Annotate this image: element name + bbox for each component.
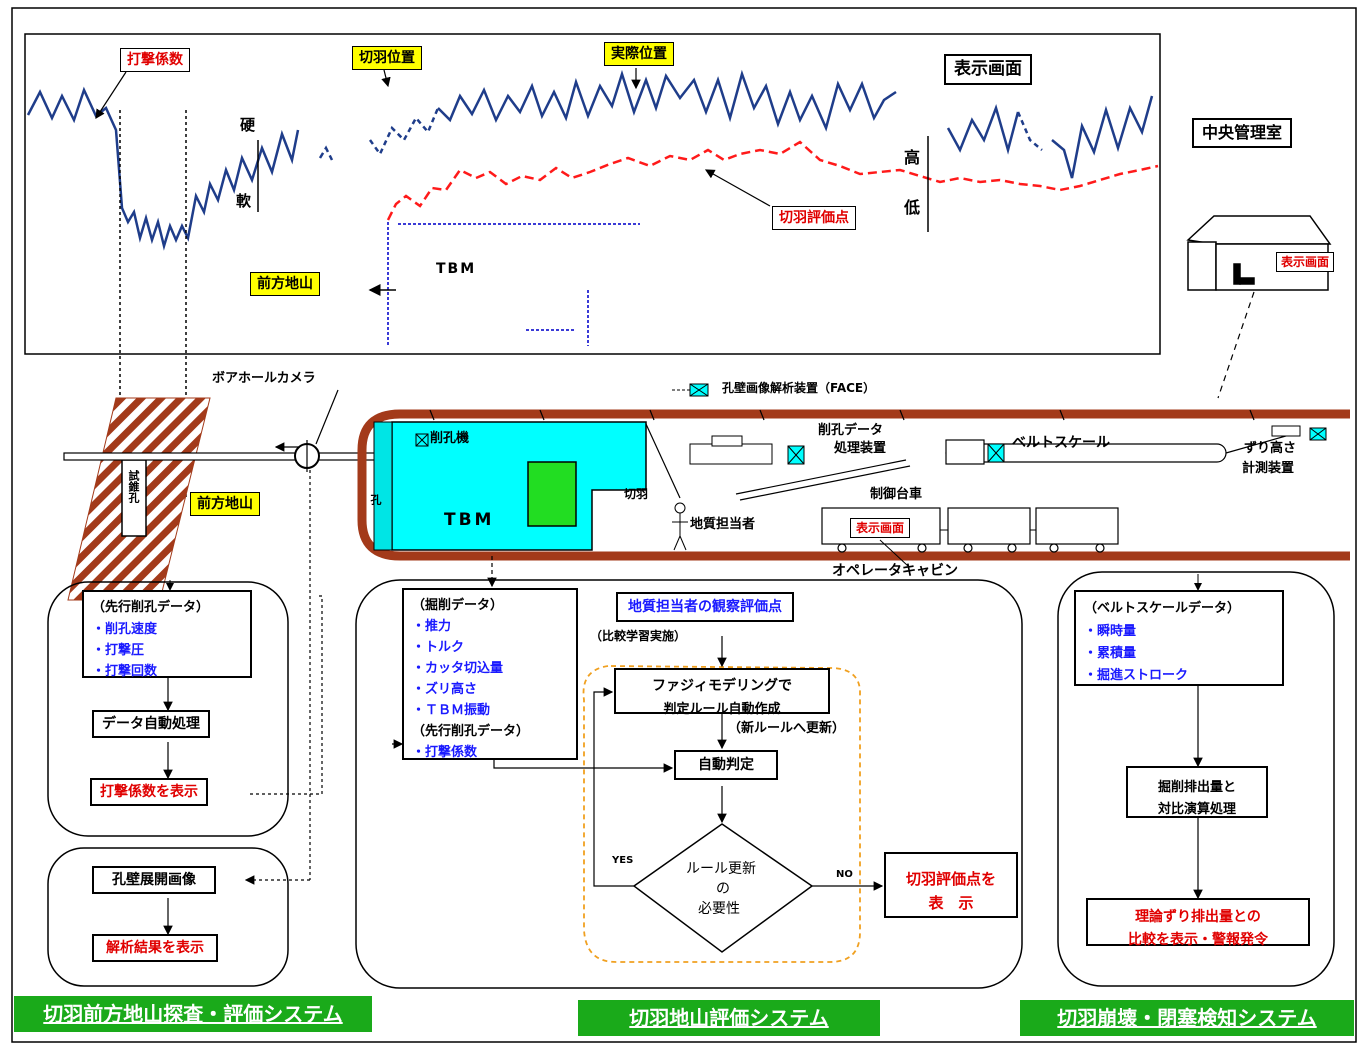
- borehole-camera-label: ボアホールカメラ: [212, 371, 316, 386]
- control-room-screen: 表示画面: [1276, 252, 1335, 272]
- fuzzy-modeling-box: ファジィモデリングで 判定ルール自動作成: [614, 668, 830, 717]
- actual-position-line: [437, 69, 897, 132]
- fuzzy-line-2: 判定ルール自動作成: [663, 702, 781, 717]
- decision-diamond: [632, 823, 814, 953]
- pre-drill-header-2: （先行削孔データ）: [412, 724, 530, 739]
- yes-label: YES: [612, 855, 634, 866]
- soft-label: 軟: [236, 192, 252, 210]
- actual-position-line-3: [1016, 111, 1043, 151]
- mid-system-bar-label: 切羽地山評価システム: [629, 1006, 829, 1030]
- geologist-eval-box: 地質担当者の観察評価点: [616, 592, 794, 622]
- alert-line-2: 比較を表示・警報発令: [1128, 932, 1268, 948]
- hard-label: 硬: [240, 116, 256, 134]
- left-system-bar: 切羽前方地山探査・評価システム: [14, 996, 372, 1032]
- cutting-position-line: [26, 86, 300, 251]
- diamond-line-1: ルール更新: [686, 861, 756, 877]
- no-label: NO: [836, 869, 853, 880]
- left-system-bar-label: 切羽前方地山探査・評価システム: [43, 1002, 343, 1026]
- muck-height-label: ずり高さ: [1244, 441, 1297, 456]
- pre-drill-item: ・削孔速度: [92, 622, 158, 637]
- belt-scale-label: ベルトスケール: [1012, 435, 1110, 451]
- show-result-box: 解析結果を表示: [92, 934, 218, 962]
- tunnel-wall: [357, 409, 1350, 561]
- hole-wall-box: 孔壁展開画像: [92, 866, 216, 894]
- auto-proc-box: データ自動処理: [92, 710, 210, 738]
- drilling-data-label: 削孔データ: [818, 423, 884, 438]
- excavation-item: ・推力: [412, 619, 452, 634]
- show-eval-line-1: 切羽評価点を: [905, 870, 996, 888]
- display-screen-title: 表示画面: [944, 54, 1032, 85]
- compare-proc-line-2: 対比演算処理: [1157, 802, 1236, 817]
- pre-drill-header: （先行削孔データ）: [92, 600, 210, 615]
- hole-label: 孔: [369, 494, 382, 505]
- belt-data-item: ・累積量: [1084, 646, 1137, 661]
- actual-position-line-4: [1051, 95, 1154, 179]
- predicted-position-label: 切羽位置: [352, 46, 422, 70]
- excavation-header: （掘削データ）: [412, 598, 504, 613]
- low-label: 低: [904, 198, 921, 217]
- diamond-line-3: 必要性: [698, 901, 740, 917]
- compare-proc-box: 掘削排出量と 対比演算処理: [1126, 766, 1268, 818]
- alert-box: 理論ずり排出量との 比較を表示・警報発令: [1086, 898, 1310, 948]
- alert-line-1: 理論ずり排出量との: [1135, 909, 1261, 925]
- belt-data-item: ・瞬時量: [1084, 624, 1137, 639]
- diamond-line-2: の: [716, 881, 730, 897]
- tbm-label: TBM: [444, 510, 495, 530]
- right-system-bar: 切羽崩壊・閉塞検知システム: [1020, 1000, 1354, 1036]
- belt-data-header: （ベルトスケールデータ）: [1084, 601, 1241, 616]
- show-eval-box: 切羽評価点を 表 示: [884, 852, 1018, 918]
- fuzzy-line-1: ファジィモデリングで: [652, 678, 792, 694]
- operator-cabin-label: オペレータキャビン: [832, 563, 958, 579]
- face-eval-line: [386, 140, 1159, 221]
- face-label: 切羽: [624, 487, 649, 501]
- show-eval-line-2: 表 示: [928, 894, 974, 912]
- measuring-device-label: 計測装置: [1242, 461, 1295, 476]
- outer-frame: [11, 7, 1357, 1043]
- compare-proc-line-1: 掘削排出量と: [1157, 780, 1236, 795]
- analyzer-icon: [689, 383, 1327, 465]
- actual-position-label: 実際位置: [604, 42, 674, 66]
- excavation-item: ・トルク: [412, 640, 465, 655]
- car-screen-label: 表示画面: [850, 518, 911, 538]
- actual-position-line-2: [946, 104, 1020, 155]
- pre-drill-data-box: （先行削孔データ） ・削孔速度 ・打撃圧 ・打撃回数: [82, 590, 252, 679]
- excavation-data-box: （掘削データ） ・推力 ・トルク ・カッタ切込量 ・ズリ高さ ・ＴＢＭ振動 （先…: [402, 588, 578, 760]
- pre-drill-item: ・打撃回数: [92, 664, 158, 679]
- pre-drill-item: ・打撃圧: [92, 643, 145, 658]
- right-system-bar-label: 切羽崩壊・閉塞検知システム: [1057, 1006, 1317, 1030]
- pre-drill-item-2: ・打撃係数: [412, 745, 478, 760]
- excavation-item: ・ズリ高さ: [412, 682, 478, 697]
- image-analyzer-label: 孔壁画像解析装置（FACE）: [722, 381, 876, 395]
- show-coef-box: 打撃係数を表示: [90, 778, 208, 806]
- mid-system-bar: 切羽地山評価システム: [578, 1000, 880, 1036]
- belt-scale-data-box: （ベルトスケールデータ） ・瞬時量 ・累積量 ・掘進ストローク: [1074, 590, 1284, 686]
- tunnel-ahead-label: 前方地山: [190, 492, 260, 516]
- control-car-label: 制御台車: [870, 487, 923, 502]
- high-label: 高: [904, 148, 921, 167]
- auto-judge-box: 自動判定: [674, 750, 778, 780]
- geologist-label: 地質担当者: [690, 517, 756, 532]
- drill-machine-label: 削孔機: [430, 431, 470, 446]
- face-eval-label: 切羽評価点: [772, 206, 856, 230]
- processing-unit-label: 処理装置: [834, 441, 887, 456]
- new-rule-label: （新ルールへ更新）: [728, 721, 846, 736]
- ahead-ground-label: 前方地山: [250, 272, 320, 296]
- compare-learn-label: （比較学習実施）: [590, 629, 687, 643]
- excavation-item: ・カッタ切込量: [412, 661, 504, 676]
- impact-coef-label: 打撃係数: [120, 48, 190, 72]
- control-room-title: 中央管理室: [1192, 118, 1293, 148]
- boring-label: 試錐孔: [127, 470, 140, 503]
- cutting-position-line-2: [318, 145, 334, 161]
- belt-data-item: ・掘進ストローク: [1084, 668, 1189, 683]
- tbm-display-label: TBM: [436, 261, 477, 277]
- excavation-item: ・ＴＢＭ振動: [412, 703, 491, 718]
